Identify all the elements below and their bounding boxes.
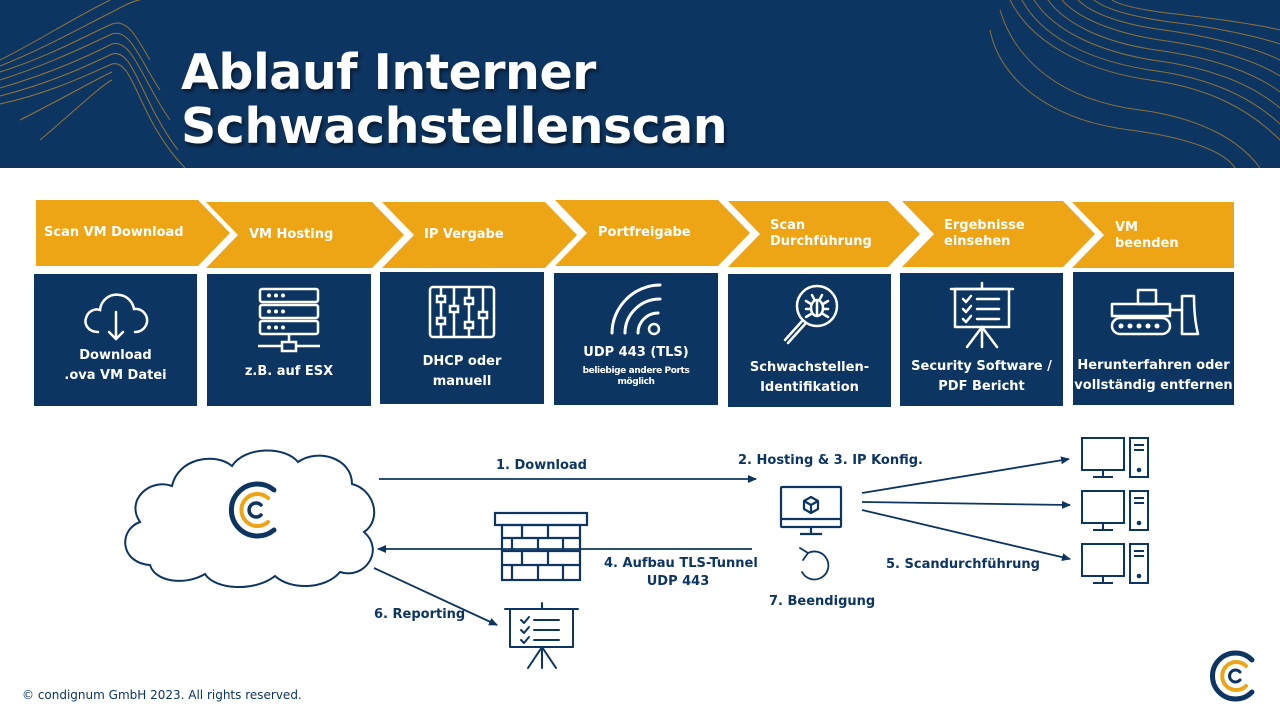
chevron-step-4 bbox=[555, 200, 750, 266]
step-2-box: z.B. auf ESX bbox=[207, 274, 371, 406]
report-board-icon bbox=[504, 602, 579, 669]
server-icon bbox=[258, 287, 320, 353]
tunnel-label: 4. Aufbau TLS-Tunnel UDP 443 bbox=[604, 556, 758, 589]
title-line-2: Schwachstellenscan bbox=[181, 98, 728, 155]
decorative-waves bbox=[0, 0, 1280, 168]
download-label: 1. Download bbox=[496, 458, 587, 473]
scan-arrow-1 bbox=[861, 456, 1070, 494]
step-4-label: Portfreigabe bbox=[598, 225, 691, 240]
cloud-icon bbox=[124, 449, 375, 588]
step-4-text: UDP 443 (TLS) bbox=[583, 345, 689, 360]
process-chevron-row bbox=[36, 200, 1234, 268]
network-grid-icon bbox=[428, 285, 496, 339]
wifi-signal-icon bbox=[610, 283, 662, 336]
restart-icon bbox=[799, 547, 830, 581]
scan-arrow-2 bbox=[861, 500, 1071, 509]
chevron-step-6 bbox=[902, 201, 1095, 267]
step-6-text: Security Software /PDF Bericht bbox=[911, 359, 1052, 394]
presentation-board-icon bbox=[949, 281, 1014, 349]
firewall-icon bbox=[493, 511, 589, 582]
chevron-step-2 bbox=[206, 202, 404, 268]
bulldozer-icon bbox=[1110, 288, 1199, 336]
step-1-label: Scan VM Download bbox=[44, 225, 184, 240]
step-1-box: Download.ova VM Datei bbox=[34, 274, 197, 406]
chevron-step-5 bbox=[728, 201, 920, 267]
step-2-text: z.B. auf ESX bbox=[244, 364, 334, 379]
condignum-corner-logo-icon bbox=[1209, 650, 1255, 702]
hosting-label: 2. Hosting & 3. IP Konfig. bbox=[738, 453, 923, 468]
end-label: 7. Beendigung bbox=[769, 594, 876, 609]
title-line-1: Ablauf Interner bbox=[181, 44, 596, 101]
reporting-arrow bbox=[373, 567, 498, 626]
reporting-label: 6. Reporting bbox=[374, 607, 466, 622]
computer-icon-3 bbox=[1081, 543, 1149, 584]
header-banner: Ablauf Interner Schwachstellenscan bbox=[0, 0, 1280, 168]
cloud-download-icon bbox=[83, 293, 148, 341]
scan-label: 5. Scandurchführung bbox=[886, 557, 1040, 572]
step-2-label: VM Hosting bbox=[249, 227, 334, 242]
step-5-box: Schwachstellen-Identifikation bbox=[728, 274, 891, 407]
copyright-text: © condignum GmbH 2023. All rights reserv… bbox=[22, 688, 302, 702]
step-3-label: IP Vergabe bbox=[424, 227, 504, 242]
step-5-text: Schwachstellen-Identifikation bbox=[749, 360, 870, 395]
bug-search-icon bbox=[783, 284, 838, 345]
vm-monitor-icon bbox=[779, 485, 843, 536]
computer-icon-2 bbox=[1081, 490, 1149, 531]
computer-icon-1 bbox=[1081, 437, 1149, 478]
chevron-step-7 bbox=[1072, 202, 1234, 268]
chevron-step-3 bbox=[382, 202, 577, 268]
scan-arrow-3 bbox=[861, 509, 1071, 562]
step-1-text: Download.ova VM Datei bbox=[64, 348, 167, 383]
step-6-box: Security Software /PDF Bericht bbox=[900, 273, 1063, 406]
page-title: Ablauf Interner Schwachstellenscan bbox=[181, 44, 728, 155]
condignum-logo-icon bbox=[228, 481, 277, 539]
chevron-step-1 bbox=[36, 200, 230, 266]
